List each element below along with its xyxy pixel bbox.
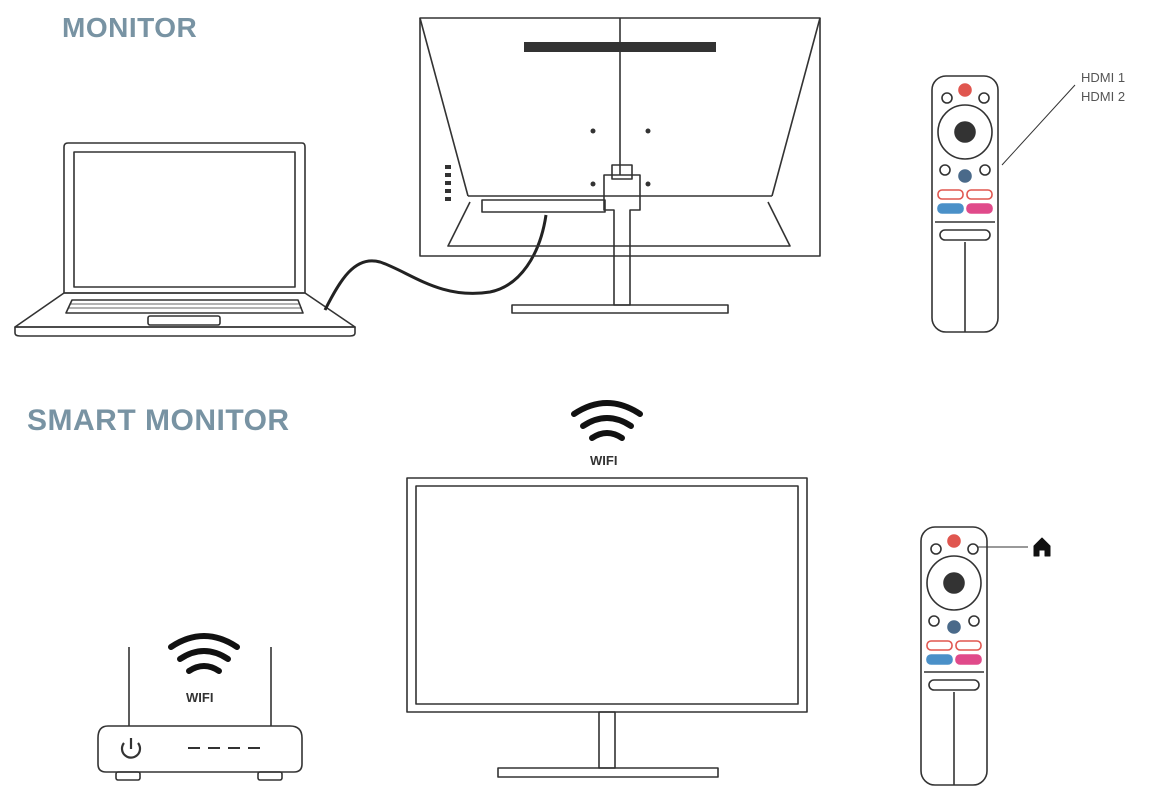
wifi-icon	[168, 633, 240, 674]
laptop	[14, 142, 356, 337]
callout-hdmi-2: HDMI 2	[1081, 89, 1126, 104]
home-icon	[1033, 537, 1051, 557]
power-icon	[120, 738, 142, 759]
remote-control-top	[931, 75, 1076, 333]
callout-hdmi-1: HDMI 1	[1081, 70, 1126, 85]
remote-control-bottom	[920, 526, 1028, 786]
smart-monitor	[406, 477, 808, 778]
wifi-icon	[571, 400, 643, 441]
wifi-label-router: WIFI	[186, 690, 214, 705]
wifi-router	[97, 647, 303, 781]
section-title-monitor: MONITOR	[62, 12, 198, 43]
hdmi-cable	[323, 214, 548, 311]
monitor-back	[419, 17, 821, 314]
wifi-label-top: WIFI	[590, 453, 618, 468]
section-title-smart-monitor: SMART MONITOR	[27, 404, 290, 437]
